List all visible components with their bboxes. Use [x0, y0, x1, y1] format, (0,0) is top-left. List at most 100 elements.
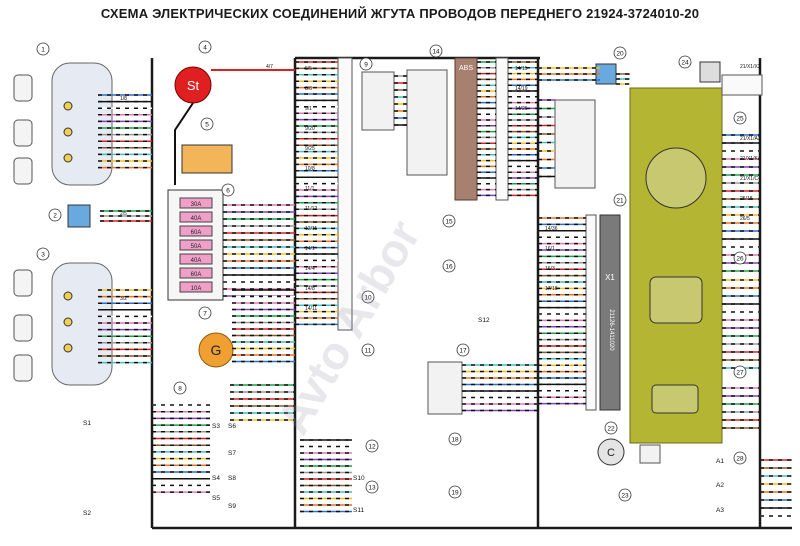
- abs-module: ABS: [454, 57, 478, 201]
- callout-circle: [365, 480, 379, 494]
- headlight-left-bottom: [51, 262, 113, 386]
- compressor-label: C: [607, 447, 615, 459]
- fuse: [179, 281, 213, 293]
- splice-label: S7: [228, 450, 236, 457]
- callout-number: 27: [736, 370, 744, 377]
- callout-number: 18: [451, 437, 459, 444]
- pin-label: 25/18: [740, 196, 753, 202]
- headlight-connectors: [13, 74, 33, 382]
- pin-label: 21/X1/K4: [740, 156, 761, 162]
- ecu-connector-label: X1: [605, 273, 615, 282]
- callout-number: 15: [445, 219, 453, 226]
- callout-circle: [442, 259, 456, 273]
- callout-number: 23: [621, 493, 629, 500]
- callout-circle: [733, 111, 747, 125]
- pin-label: 9/1: [305, 106, 312, 112]
- pin-label: 1/8: [120, 96, 127, 102]
- callout-circle: [359, 57, 373, 71]
- callout-circle: [456, 343, 470, 357]
- headlight-left-top: [51, 62, 113, 186]
- fuse: [179, 211, 213, 223]
- callout-number: 7: [203, 311, 207, 318]
- pin-label: 14/36: [545, 226, 558, 232]
- fuse-rating: 40A: [191, 258, 202, 264]
- callout-number: 4: [203, 45, 207, 52]
- splice-label: S6: [228, 423, 236, 430]
- callout-circle: [678, 55, 692, 69]
- callout-circle: [198, 40, 212, 54]
- battery: [181, 144, 233, 174]
- fuse-rating: 30A: [191, 202, 202, 208]
- pin-label: 2/5: [120, 211, 127, 217]
- splice-label: S10: [353, 475, 365, 482]
- sensor-24-connector: [721, 74, 763, 96]
- fuse-rating: 50A: [191, 244, 202, 250]
- callout-circle: [361, 290, 375, 304]
- callout-number: 12: [368, 444, 376, 451]
- callout-circle: [36, 42, 50, 56]
- callout-number: 16: [445, 264, 453, 271]
- callout-number: 6: [226, 188, 230, 195]
- starter-label: St: [187, 78, 200, 93]
- callout-circle: [733, 451, 747, 465]
- fuse-rating: 60A: [191, 272, 202, 278]
- pin-label: 16/3: [545, 266, 555, 272]
- callout-circle: [361, 343, 375, 357]
- callout-number: 14: [432, 49, 440, 56]
- callout-circle: [48, 208, 62, 222]
- ecu-connector-x1: X1 21126-1411020: [599, 214, 621, 411]
- pin-label: 5/5: [305, 66, 312, 72]
- callout-number: 22: [607, 426, 615, 433]
- splice-label: S9: [228, 503, 236, 510]
- callout-circle: [618, 488, 632, 502]
- pin-label: 11/12: [305, 206, 317, 212]
- pin-label: 21/X1/C4: [740, 176, 761, 182]
- callout-circle: [365, 439, 379, 453]
- callout-circle: [448, 432, 462, 446]
- ground-label: A2: [716, 482, 724, 489]
- sensor-2-connector: [67, 204, 91, 228]
- callout-circle: [733, 251, 747, 265]
- pin-label: 26/5: [740, 216, 750, 222]
- callout-number: 13: [368, 485, 376, 492]
- ecu-main-box: [629, 87, 723, 444]
- callout-number: 9: [364, 62, 368, 69]
- pin-label: 17/18: [545, 286, 558, 292]
- ecu-connector-shell: [554, 99, 596, 189]
- pin-label: 4/7: [266, 64, 273, 70]
- callout-number: 5: [205, 122, 209, 129]
- pin-label: 21/X1/X2: [740, 64, 761, 70]
- pin-label: 16/1: [545, 246, 555, 252]
- connector-17: [427, 361, 463, 415]
- pin-label: 14/19: [515, 86, 528, 92]
- callout-number: 25: [736, 116, 744, 123]
- fuse-rating: 10A: [191, 286, 202, 292]
- callout-circle: [604, 421, 618, 435]
- abs-pin-strip: [495, 57, 509, 201]
- fuse: [179, 225, 213, 237]
- callout-number: 28: [736, 456, 744, 463]
- pin-label: 12/11: [305, 226, 317, 232]
- connector-14: [406, 69, 448, 176]
- compressor-connector: [639, 444, 661, 464]
- callout-number: 20: [616, 51, 624, 58]
- terminal-strip-center: [337, 57, 353, 331]
- starter-ground-wire: [174, 102, 194, 185]
- callout-number: 10: [364, 295, 372, 302]
- callout-number: 2: [53, 213, 57, 220]
- pin-label: 14/15: [515, 66, 528, 72]
- callout-number: 26: [736, 256, 744, 263]
- fuse-rating: 40A: [191, 216, 202, 222]
- splice-label: S1: [83, 420, 91, 427]
- connector-9: [361, 71, 395, 131]
- callout-number: 3: [41, 252, 45, 259]
- ground-label: A1: [716, 458, 724, 465]
- splice-label: S11: [353, 507, 364, 514]
- callout-number: 24: [681, 60, 689, 67]
- pin-label: 14/4: [305, 266, 315, 272]
- callout-number: 1: [41, 47, 45, 54]
- pin-label: 14/8: [305, 286, 315, 292]
- callout-number: 19: [451, 490, 459, 497]
